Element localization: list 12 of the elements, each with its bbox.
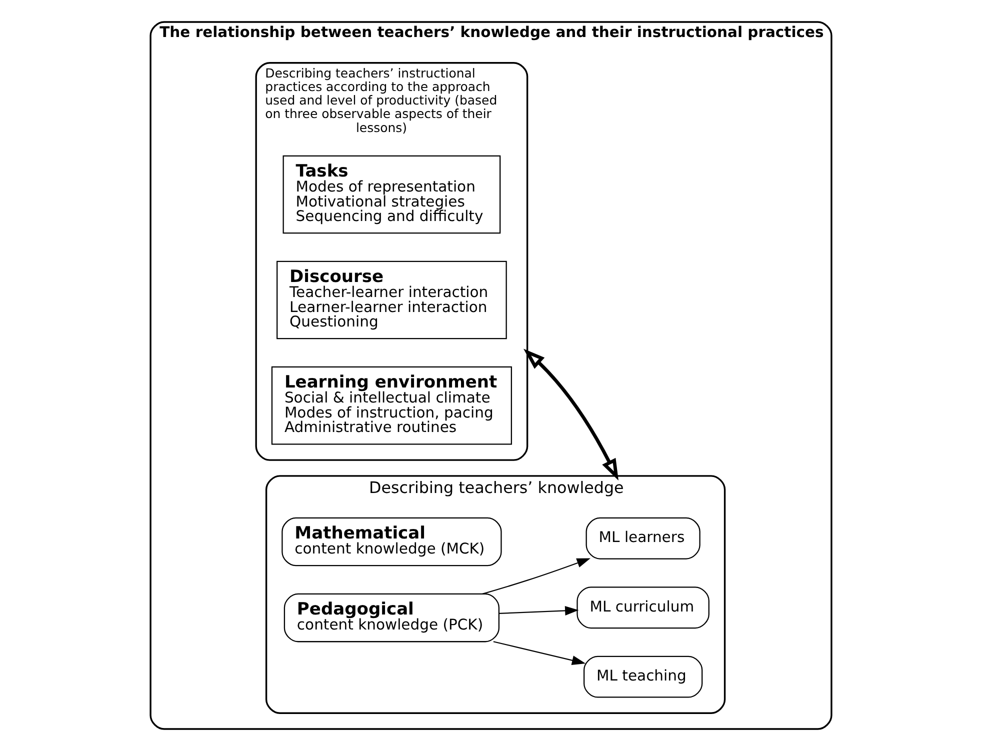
arrow bbox=[493, 641, 586, 665]
arrow bbox=[523, 348, 618, 481]
node-box: ML learners bbox=[586, 517, 700, 560]
node-box: Pedagogical content knowledge (PCK) bbox=[284, 593, 500, 642]
node-box: ML curriculum bbox=[576, 586, 710, 629]
node-box: Discourse Teacher-learner interaction Learner-learner interaction Questioning bbox=[276, 260, 507, 340]
node-box: ML teaching bbox=[584, 656, 703, 698]
node-box: Tasks Modes of representation Motivational strategies Sequencing and difficulty bbox=[282, 155, 501, 234]
arrow bbox=[482, 558, 590, 594]
node-box: Learning environment Social & intellectual climate Modes of instruction, pacing Administrative routines bbox=[271, 366, 512, 445]
arrow bbox=[499, 606, 579, 616]
node-box: Mathematical content knowledge (MCK) bbox=[282, 517, 502, 566]
